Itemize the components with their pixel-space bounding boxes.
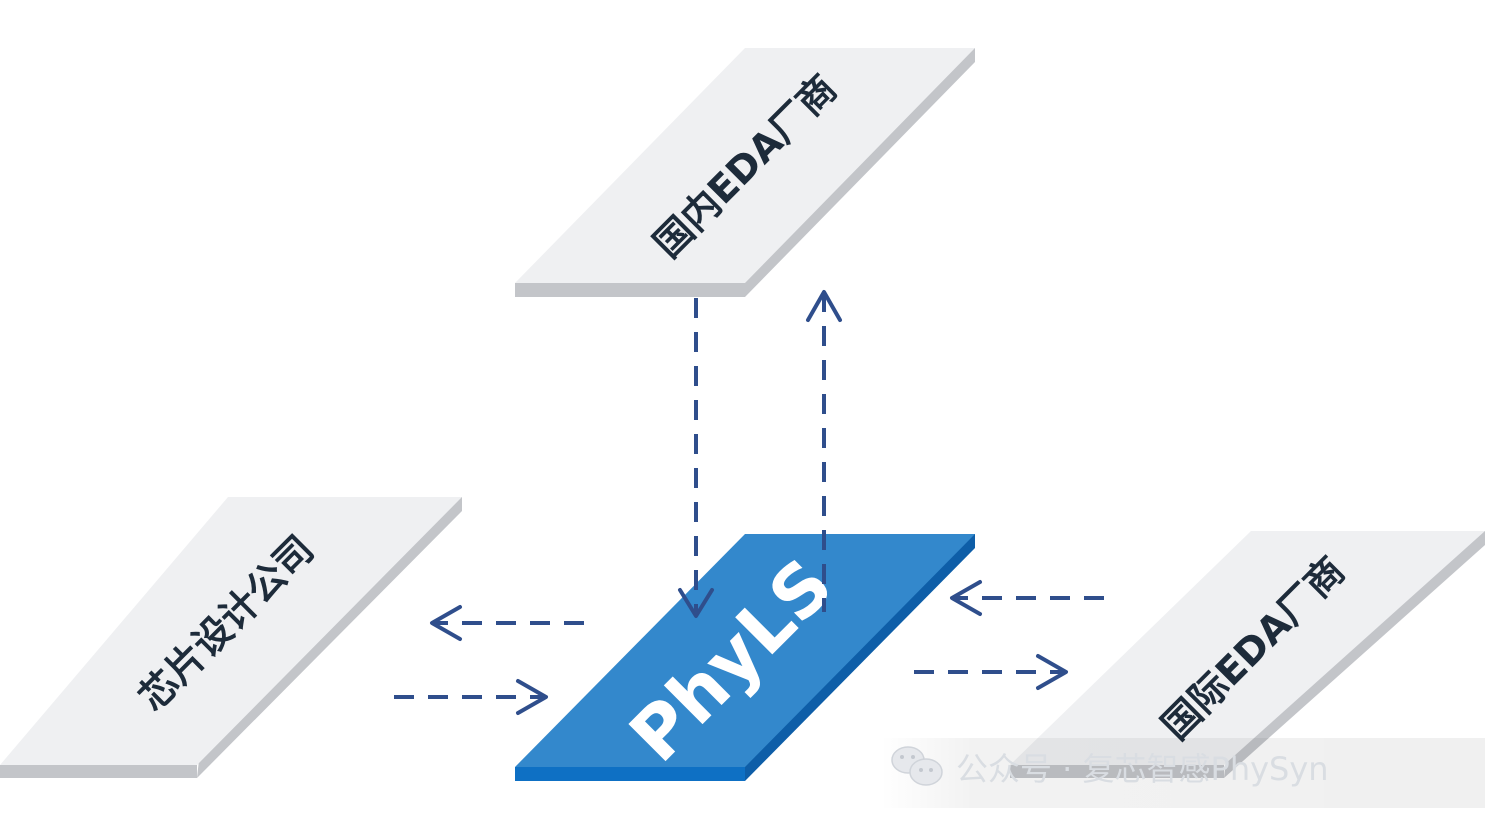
plate-domestic-eda: 国内EDA厂商: [515, 48, 975, 297]
plate-top: [0, 497, 462, 765]
arrow-center-to-chip-design: [430, 605, 584, 641]
watermark-backdrop: [880, 738, 1485, 808]
plate-front: [515, 767, 745, 781]
arrow-center-to-international: [914, 654, 1068, 690]
arrow-center-to-domestic: [806, 290, 842, 612]
plate-top: [1010, 531, 1485, 765]
plate-chip-design: 芯片设计公司: [0, 497, 462, 778]
plate-front: [515, 283, 745, 297]
wechat-icon: [891, 746, 943, 786]
watermark: 公众号 · 复芯智感PhySyn: [880, 738, 1485, 808]
plate-front: [0, 765, 197, 778]
watermark-text: 公众号 · 复芯智感PhySyn: [956, 750, 1329, 788]
arrow-international-to-center: [950, 580, 1104, 616]
plate-top: [515, 534, 975, 767]
arrow-chip-design-to-center: [394, 679, 548, 715]
arrow-domestic-to-center: [678, 298, 714, 618]
plate-top: [515, 48, 975, 283]
